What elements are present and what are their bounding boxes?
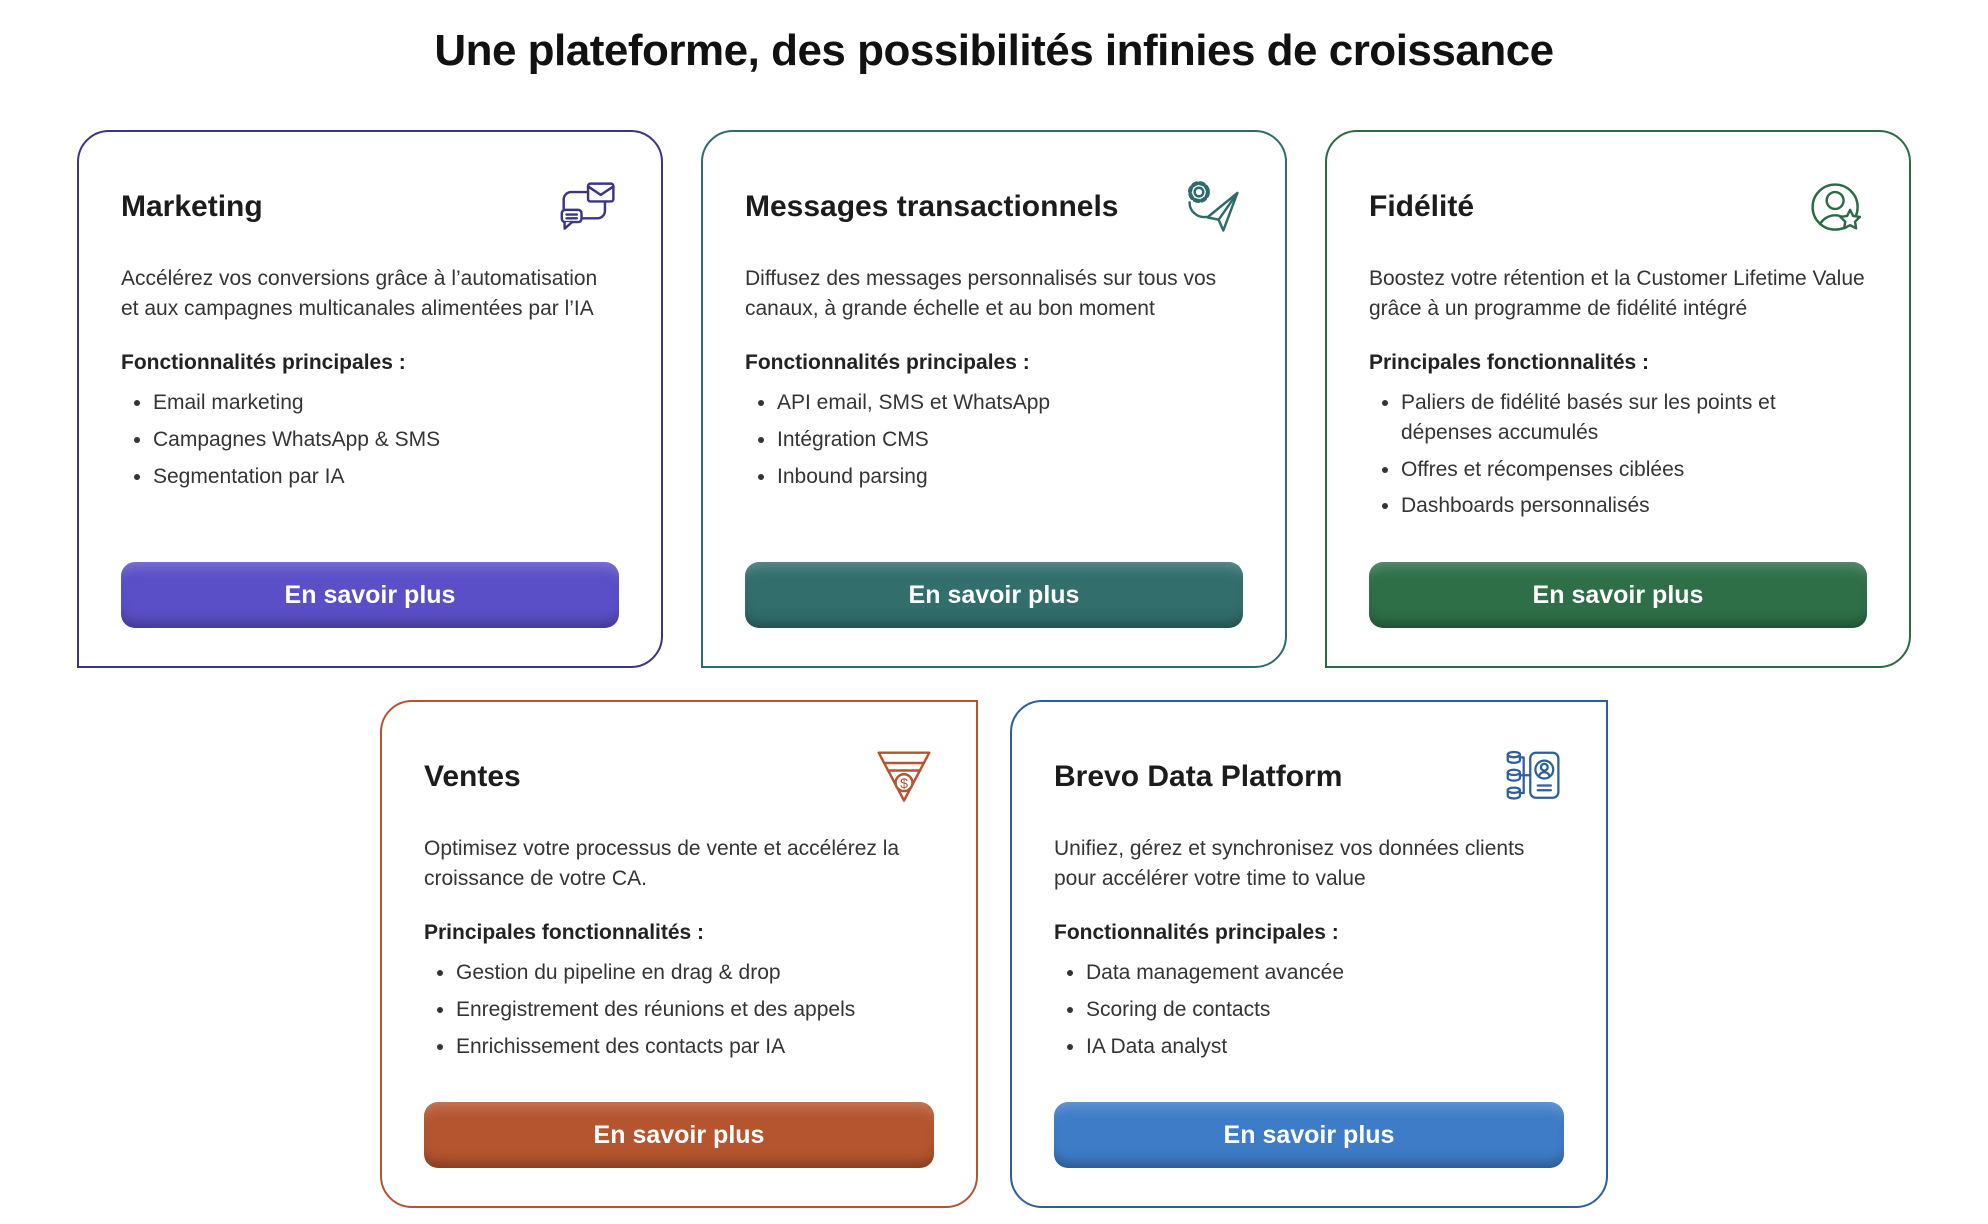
- feature-item: Enrichissement des contacts par IA: [456, 1032, 934, 1062]
- card-description: Unifiez, gérez et synchronisez vos donné…: [1054, 837, 1525, 891]
- card-marketing: Marketing Accélérez vos conversions grâc…: [77, 130, 663, 668]
- features-list: Data management avancéeScoring de contac…: [1054, 958, 1564, 1068]
- card-transactional-messages: Messages transactionnels Diffusez des me…: [701, 130, 1287, 668]
- features-label: Fonctionnalités principales :: [745, 350, 1030, 374]
- card-description: Accélérez vos conversions grâce à l’auto…: [121, 267, 598, 321]
- feature-item: API email, SMS et WhatsApp: [777, 388, 1243, 418]
- features-list: Email marketingCampagnes WhatsApp & SMS S…: [121, 388, 619, 498]
- features-list: Gestion du pipeline en drag & dropEnregi…: [424, 958, 934, 1068]
- loyalty-icon: [1807, 178, 1867, 238]
- section-title: Une plateforme, des possibilités infinie…: [434, 26, 1554, 75]
- features-label: Principales fonctionnalités :: [1369, 350, 1650, 374]
- card-title: Marketing: [121, 190, 263, 223]
- marketing-campaigns-icon: [559, 178, 619, 238]
- feature-item: Email marketing: [153, 388, 619, 418]
- card-title: Ventes: [424, 760, 521, 793]
- feature-item: Scoring de contacts: [1086, 995, 1564, 1025]
- data-platform-icon: [1504, 748, 1564, 808]
- transactional-messages-icon: [1183, 178, 1243, 238]
- card-description: Boostez votre rétention et la Customer L…: [1369, 267, 1865, 321]
- svg-text:$: $: [900, 775, 908, 791]
- cards-row-bottom: Ventes $ Optimisez votre processus de ve…: [0, 700, 1988, 1208]
- feature-item: Inbound parsing: [777, 462, 1243, 492]
- feature-item: IA Data analyst: [1086, 1032, 1564, 1062]
- learn-more-button-transactional[interactable]: En savoir plus: [745, 562, 1243, 628]
- learn-more-button-sales[interactable]: En savoir plus: [424, 1102, 934, 1168]
- feature-item: Offres et récompenses ciblées: [1401, 455, 1867, 485]
- card-description: Diffusez des messages personnalisés sur …: [745, 267, 1217, 321]
- features-label: Fonctionnalités principales :: [121, 350, 406, 374]
- feature-item: Data management avancée: [1086, 958, 1564, 988]
- card-data-platform: Brevo Data Platform: [1010, 700, 1608, 1208]
- card-header: Brevo Data Platform: [1054, 748, 1564, 808]
- card-sales: Ventes $ Optimisez votre processus de ve…: [380, 700, 978, 1208]
- card-title: Fidélité: [1369, 190, 1475, 223]
- features-list: Paliers de fidélité basés sur les points…: [1369, 388, 1867, 528]
- card-header: Fidélité: [1369, 178, 1867, 238]
- features-label: Fonctionnalités principales :: [1054, 920, 1339, 944]
- card-header: Ventes $: [424, 748, 934, 808]
- card-header: Messages transactionnels: [745, 178, 1243, 238]
- learn-more-button-loyalty[interactable]: En savoir plus: [1369, 562, 1867, 628]
- features-list: API email, SMS et WhatsAppIntégration CM…: [745, 388, 1243, 498]
- feature-item: Enregistrement des réunions et des appel…: [456, 995, 934, 1025]
- card-loyalty: Fidélité Boostez votre rétention et la C…: [1325, 130, 1911, 668]
- features-label: Principales fonctionnalités :: [424, 920, 705, 944]
- feature-item: Campagnes WhatsApp & SMS: [153, 425, 619, 455]
- feature-item: Dashboards personnalisés: [1401, 491, 1867, 521]
- cards-row-top: Marketing Accélérez vos conversions grâc…: [0, 130, 1988, 668]
- card-title: Brevo Data Platform: [1054, 760, 1343, 793]
- feature-item: Intégration CMS: [777, 425, 1243, 455]
- feature-item: Segmentation par IA: [153, 462, 619, 492]
- learn-more-button-marketing[interactable]: En savoir plus: [121, 562, 619, 628]
- sales-funnel-icon: $: [874, 748, 934, 808]
- feature-item: Paliers de fidélité basés sur les points…: [1401, 388, 1867, 448]
- card-description: Optimisez votre processus de vente et ac…: [424, 837, 900, 891]
- card-title: Messages transactionnels: [745, 190, 1119, 223]
- card-header: Marketing: [121, 178, 619, 238]
- feature-item: Gestion du pipeline en drag & drop: [456, 958, 934, 988]
- learn-more-button-data-platform[interactable]: En savoir plus: [1054, 1102, 1564, 1168]
